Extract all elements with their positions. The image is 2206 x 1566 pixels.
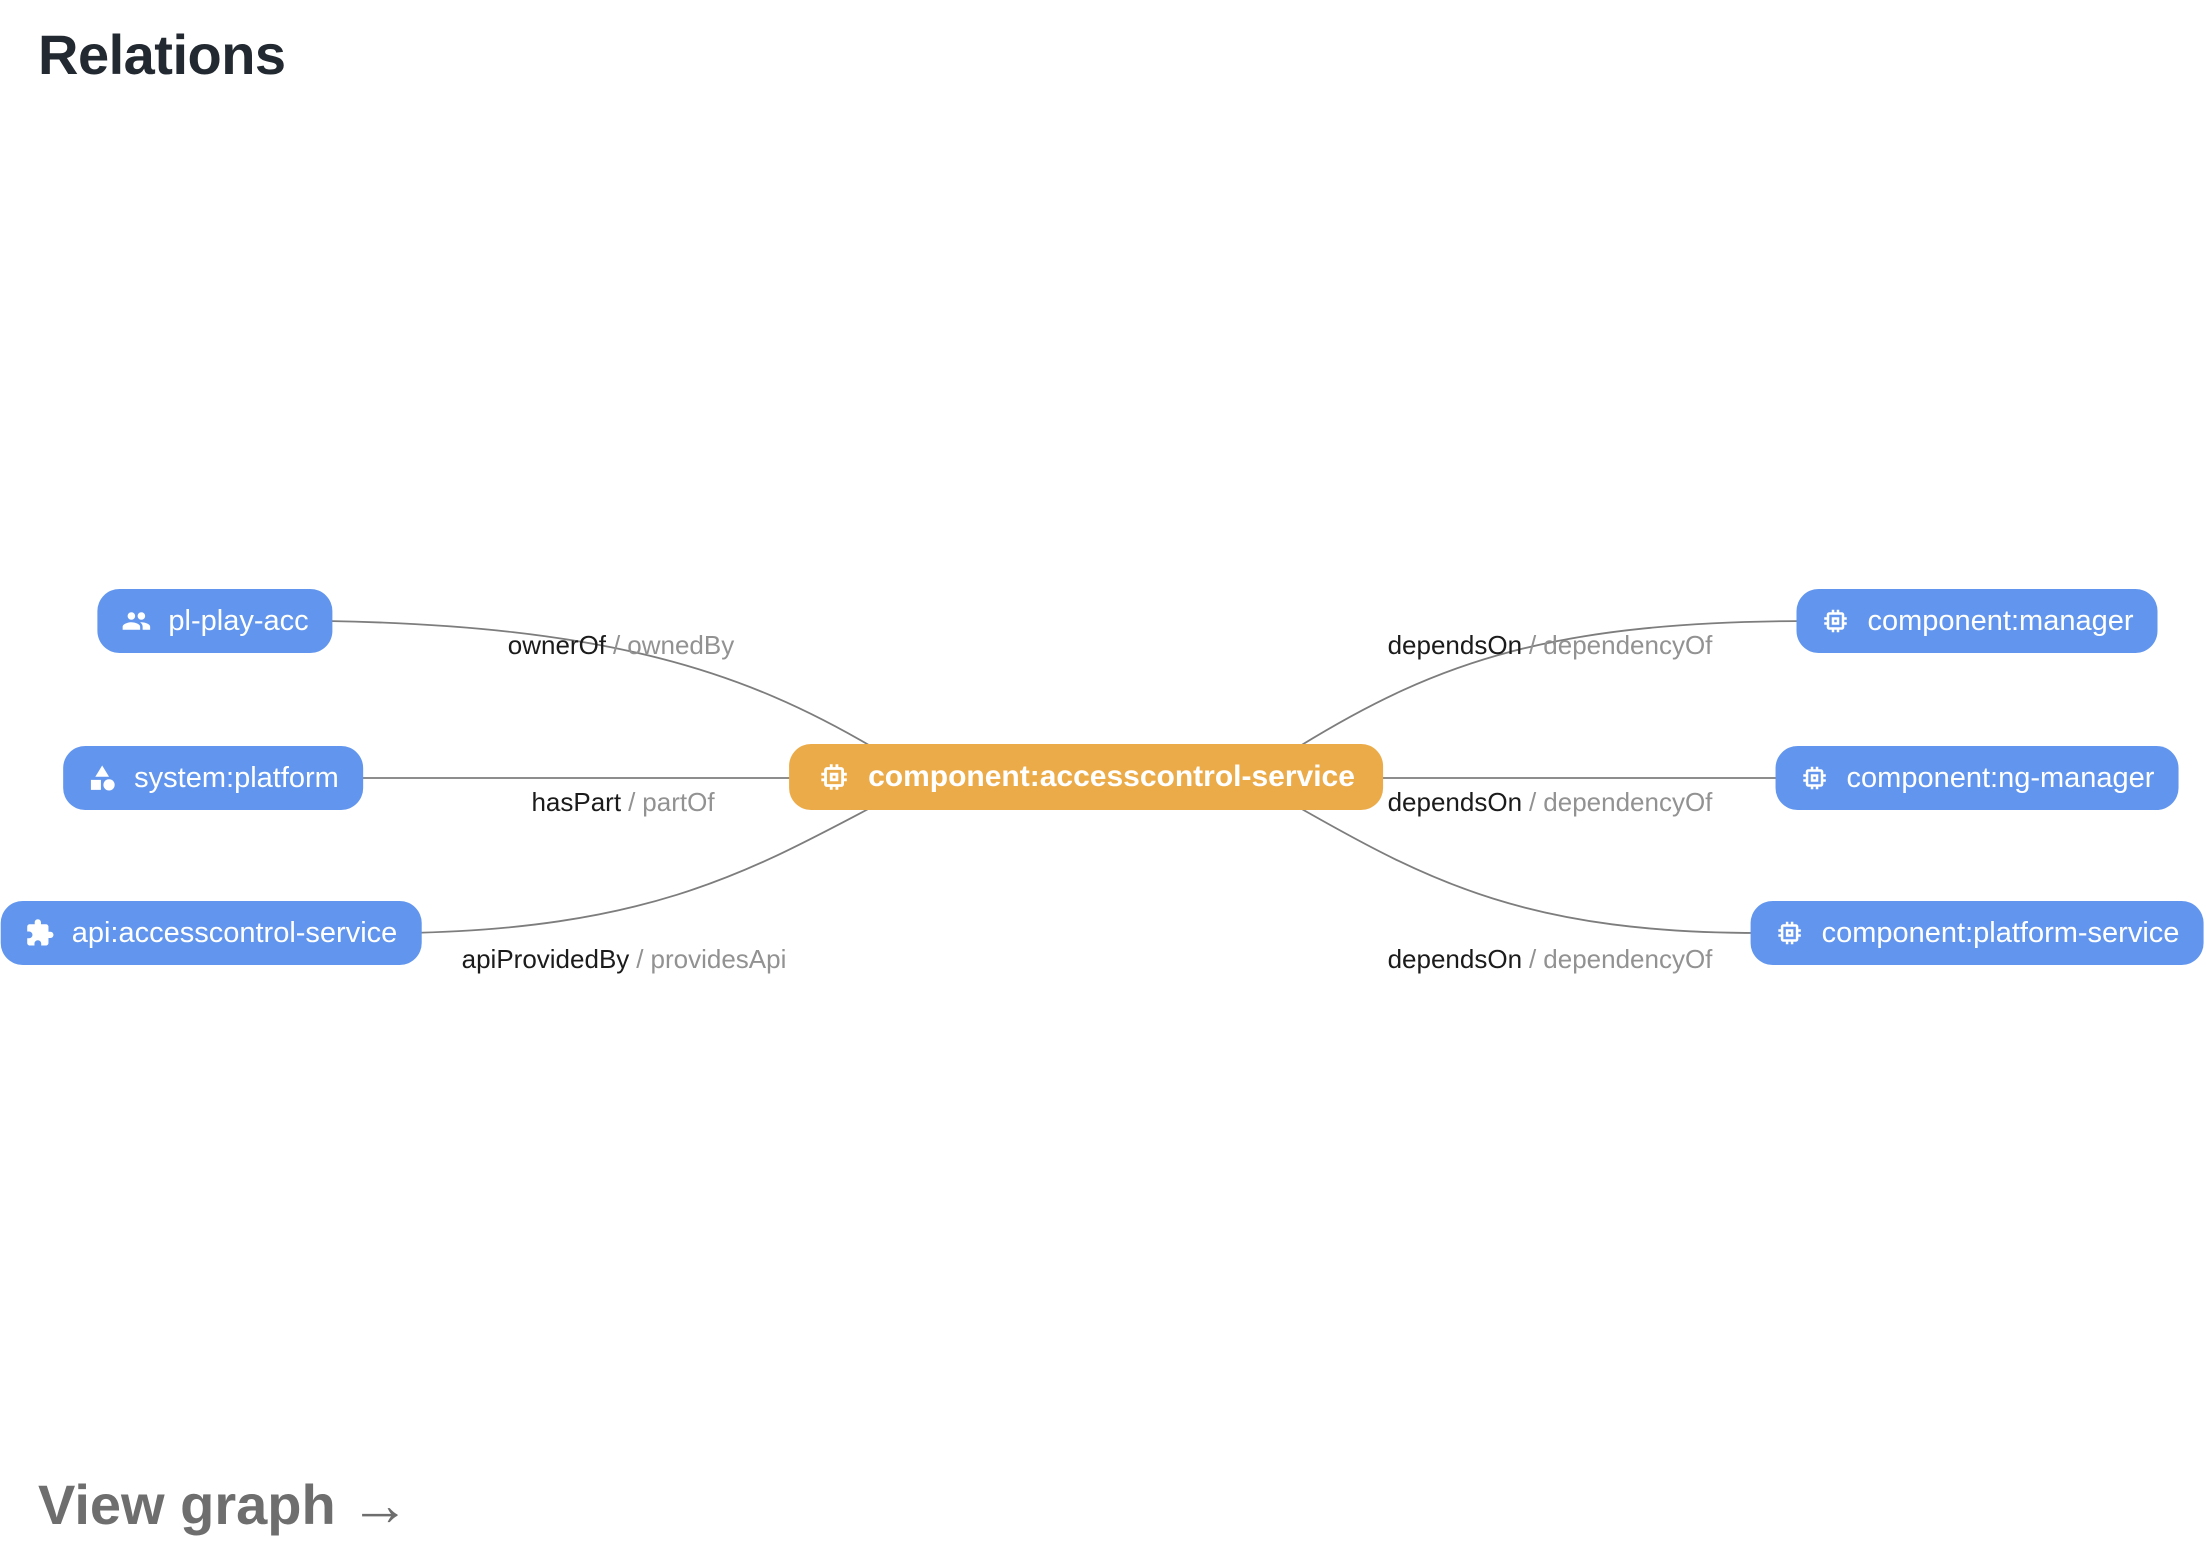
page-title: Relations <box>38 23 286 86</box>
node-api-accesscontrol-service[interactable]: api:accesscontrol-service <box>0 901 422 965</box>
edge-label-haspart: hasPart/partOf <box>531 789 714 815</box>
node-component-manager[interactable]: component:manager <box>1796 589 2158 653</box>
relation-forward: ownerOf <box>507 630 607 660</box>
relation-forward: dependsOn <box>1387 944 1523 974</box>
view-graph-label: View graph <box>38 1473 336 1536</box>
node-label: pl-play-acc <box>168 604 309 637</box>
arrow-right-icon: → <box>349 1470 410 1538</box>
extension-icon <box>25 918 55 948</box>
edge-label-dependson-platform-service: dependsOn/dependencyOf <box>1388 946 1713 972</box>
relation-separator: / <box>613 630 621 660</box>
node-label: component:ng-manager <box>1846 761 2155 794</box>
people-icon <box>121 606 151 636</box>
node-component-ng-manager[interactable]: component:ng-manager <box>1775 746 2179 810</box>
relation-separator: / <box>1529 944 1537 974</box>
relation-separator: / <box>636 944 644 974</box>
memory-icon <box>817 760 851 794</box>
node-label: component:manager <box>1867 604 2134 637</box>
relation-separator: / <box>628 787 636 817</box>
memory-icon <box>1821 606 1851 636</box>
edge-ownerof <box>326 620 875 749</box>
relation-forward: apiProvidedBy <box>461 944 630 974</box>
node-label: component:platform-service <box>1821 916 2180 949</box>
edge-dependson-platform-service <box>1299 807 1767 934</box>
relation-separator: / <box>1529 630 1537 660</box>
edge-apiprovidedby <box>404 805 875 934</box>
memory-icon <box>1800 763 1830 793</box>
node-component-platform-service[interactable]: component:platform-service <box>1750 901 2204 965</box>
edge-label-ownerof: ownerOf/ownedBy <box>508 632 734 658</box>
relation-forward: dependsOn <box>1387 630 1523 660</box>
relation-reverse: dependencyOf <box>1543 630 1713 660</box>
node-label: api:accesscontrol-service <box>71 916 398 949</box>
edge-label-dependson-manager: dependsOn/dependencyOf <box>1388 632 1713 658</box>
node-component-accesscontrol-service[interactable]: component:accesscontrol-service <box>789 744 1383 810</box>
relation-reverse: dependencyOf <box>1543 787 1713 817</box>
node-label: component:accesscontrol-service <box>868 760 1355 793</box>
node-pl-play-acc[interactable]: pl-play-acc <box>97 589 333 653</box>
view-graph-link[interactable]: View graph → <box>38 1472 410 1537</box>
memory-icon <box>1775 918 1805 948</box>
node-system-platform[interactable]: system:platform <box>63 746 363 810</box>
relation-forward: hasPart <box>531 787 622 817</box>
category-icon <box>87 763 117 793</box>
node-label: system:platform <box>134 761 339 794</box>
relation-reverse: providesApi <box>650 944 787 974</box>
edge-label-dependson-ng-manager: dependsOn/dependencyOf <box>1388 789 1713 815</box>
relation-forward: dependsOn <box>1387 787 1523 817</box>
edge-label-apiprovidedby: apiProvidedBy/providesApi <box>462 946 787 972</box>
relation-reverse: dependencyOf <box>1543 944 1713 974</box>
relation-reverse: ownedBy <box>627 630 735 660</box>
relation-separator: / <box>1529 787 1537 817</box>
relation-reverse: partOf <box>642 787 715 817</box>
edge-dependson-manager <box>1299 620 1815 747</box>
